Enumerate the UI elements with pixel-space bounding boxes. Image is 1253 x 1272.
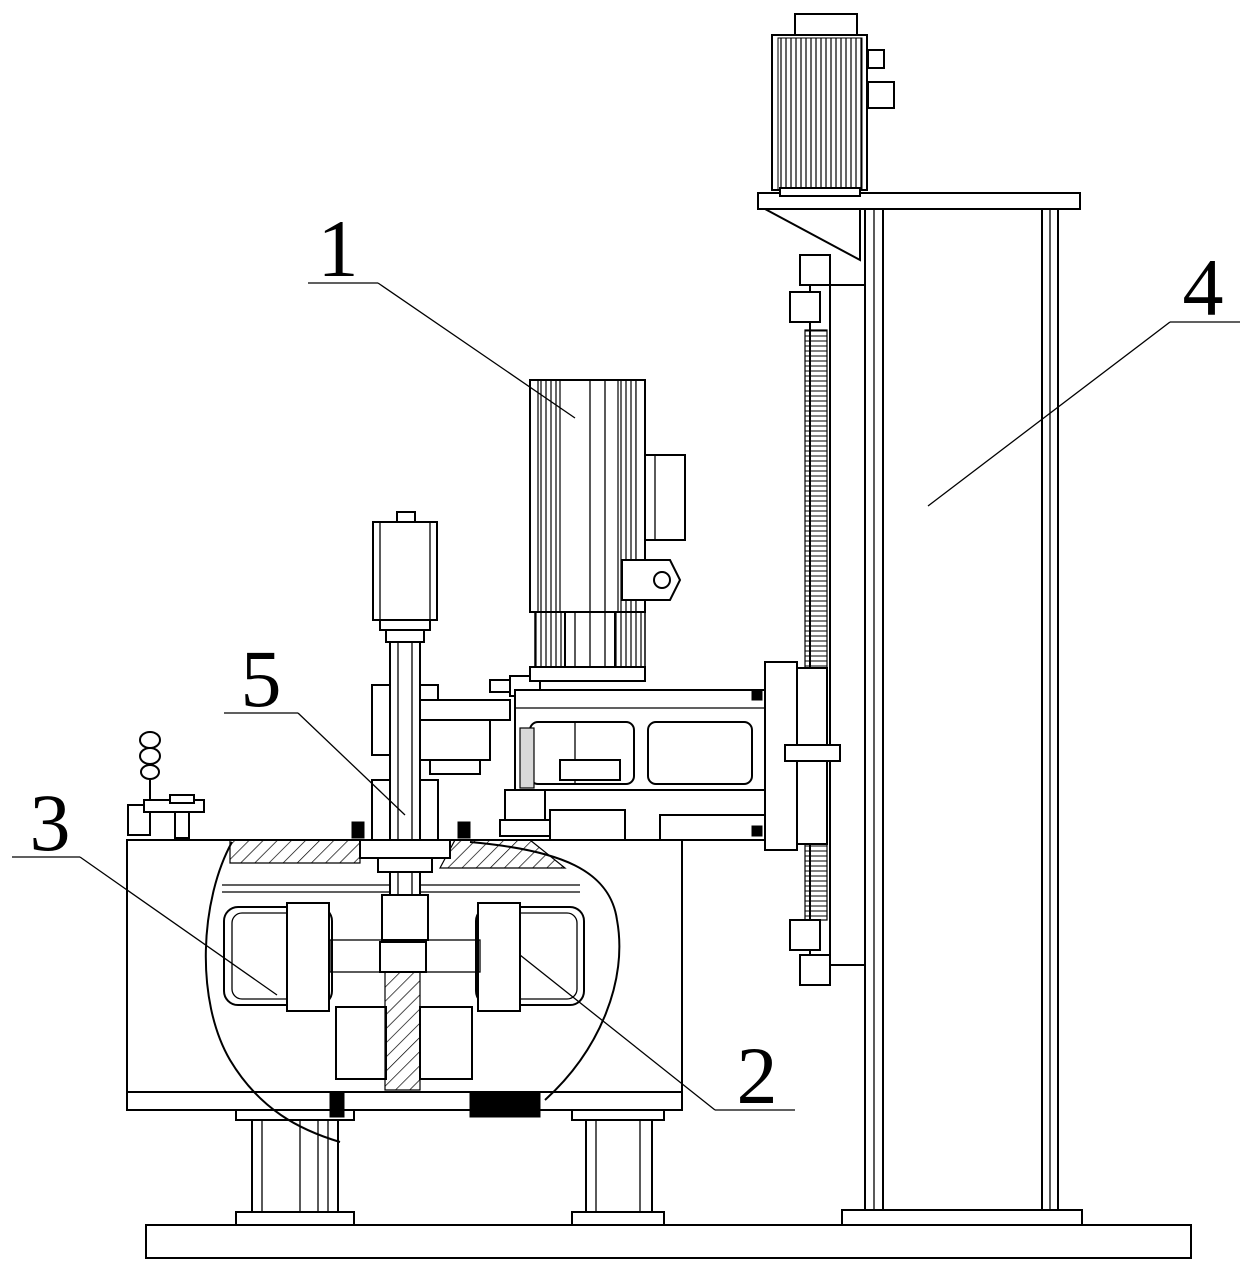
main-motor bbox=[529, 379, 686, 682]
top-servo-motor bbox=[771, 13, 895, 197]
label-4: 4 bbox=[1183, 242, 1224, 333]
label-3: 3 bbox=[30, 777, 71, 868]
label-2: 2 bbox=[737, 1030, 778, 1121]
horizontal-arm bbox=[489, 675, 766, 841]
linear-slide bbox=[751, 254, 866, 986]
column-frame bbox=[757, 192, 1083, 1226]
support-legs bbox=[235, 1109, 665, 1226]
vertical-spindle-assembly bbox=[351, 511, 511, 943]
leader-lines bbox=[12, 282, 1240, 1111]
base-plate bbox=[145, 1224, 1192, 1259]
label-1: 1 bbox=[318, 203, 359, 294]
toggle-clamp bbox=[127, 731, 205, 839]
label-5: 5 bbox=[241, 633, 282, 724]
